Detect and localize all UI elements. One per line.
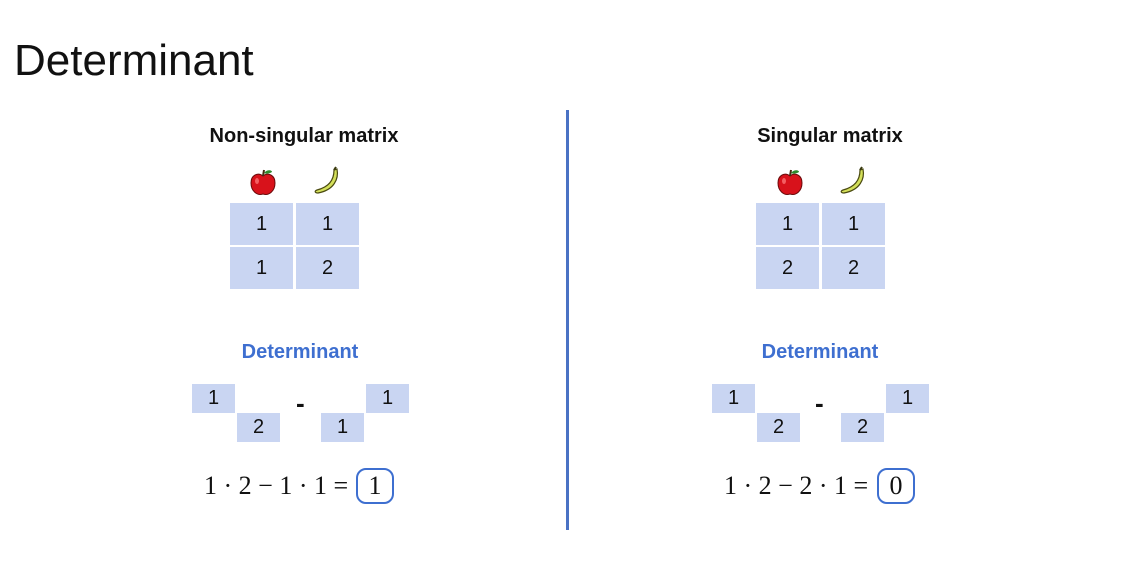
matrix-cell: 1	[230, 203, 293, 245]
determinant-result: 1	[356, 468, 394, 504]
anti-diagonal-cell: 1	[321, 413, 364, 442]
panel-title: Singular matrix	[757, 125, 903, 147]
matrix-cell: 2	[822, 247, 885, 289]
determinant-label: Determinant	[761, 341, 879, 363]
determinant-equation: 1 · 2 − 1 · 1 =	[204, 471, 349, 500]
panel-title: Non-singular matrix	[209, 125, 399, 147]
anti-diagonal-cell: 1	[886, 384, 929, 413]
main-diagonal-cell: 1	[192, 384, 235, 413]
minus-sign: -	[815, 388, 824, 418]
minus-sign: -	[296, 388, 305, 418]
anti-diagonal-cell: 1	[366, 384, 409, 413]
page-title: Determinant	[14, 36, 254, 85]
main-diagonal-cell: 1	[712, 384, 755, 413]
matrix-cell: 1	[296, 203, 359, 245]
apple-icon	[250, 169, 276, 195]
determinant-equation: 1 · 2 − 2 · 1 =	[724, 471, 869, 500]
matrix-cell: 1	[756, 203, 819, 245]
panel-divider	[566, 110, 569, 530]
determinant-result: 0	[877, 468, 915, 504]
main-diagonal-cell: 2	[757, 413, 800, 442]
matrix-cell: 2	[296, 247, 359, 289]
matrix-cell: 2	[756, 247, 819, 289]
banana-icon	[314, 166, 339, 194]
determinant-label: Determinant	[241, 341, 359, 363]
main-diagonal-cell: 2	[237, 413, 280, 442]
matrix-cell: 1	[822, 203, 885, 245]
anti-diagonal-cell: 2	[841, 413, 884, 442]
matrix-cell: 1	[230, 247, 293, 289]
banana-icon	[840, 166, 865, 194]
apple-icon	[777, 169, 803, 195]
